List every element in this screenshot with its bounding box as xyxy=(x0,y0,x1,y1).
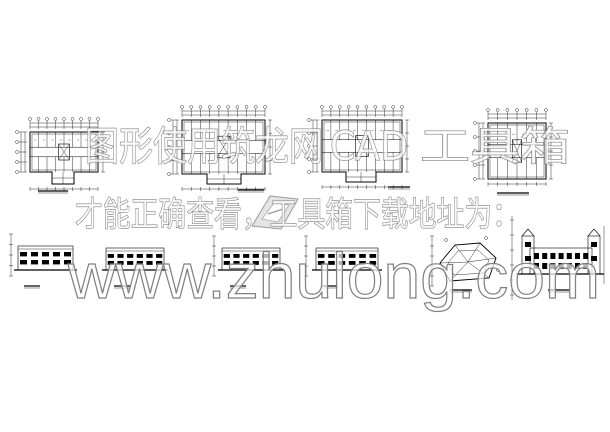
elevation-5 xyxy=(510,216,605,300)
elevation-1 xyxy=(9,233,77,289)
floor-plan-1 xyxy=(15,117,105,194)
watermark-line1-end: 工具箱 xyxy=(420,124,570,170)
watermark: 图形使用筑龙网 CAD 工具箱 才能正确查看，工具箱下载地址为： www.zhu… xyxy=(66,124,600,313)
watermark-cad-word: CAD xyxy=(330,124,408,170)
elevation-4 xyxy=(304,235,382,289)
floor-plan-4 xyxy=(473,108,553,196)
zhulong-logo xyxy=(251,195,299,230)
floor-plan-2 xyxy=(167,105,272,193)
watermark-line2: 才能正确查看，工具箱下载地址为： xyxy=(75,195,520,235)
watermark-line1-start: 图形使用筑龙网 xyxy=(85,124,323,170)
section-plan xyxy=(430,235,500,293)
watermark-url: www.zhulong.com xyxy=(67,240,600,312)
elevation-2 xyxy=(102,247,168,289)
floor-plan-3 xyxy=(307,105,410,190)
elevation-3 xyxy=(212,235,284,289)
drawing-linework xyxy=(9,105,605,300)
